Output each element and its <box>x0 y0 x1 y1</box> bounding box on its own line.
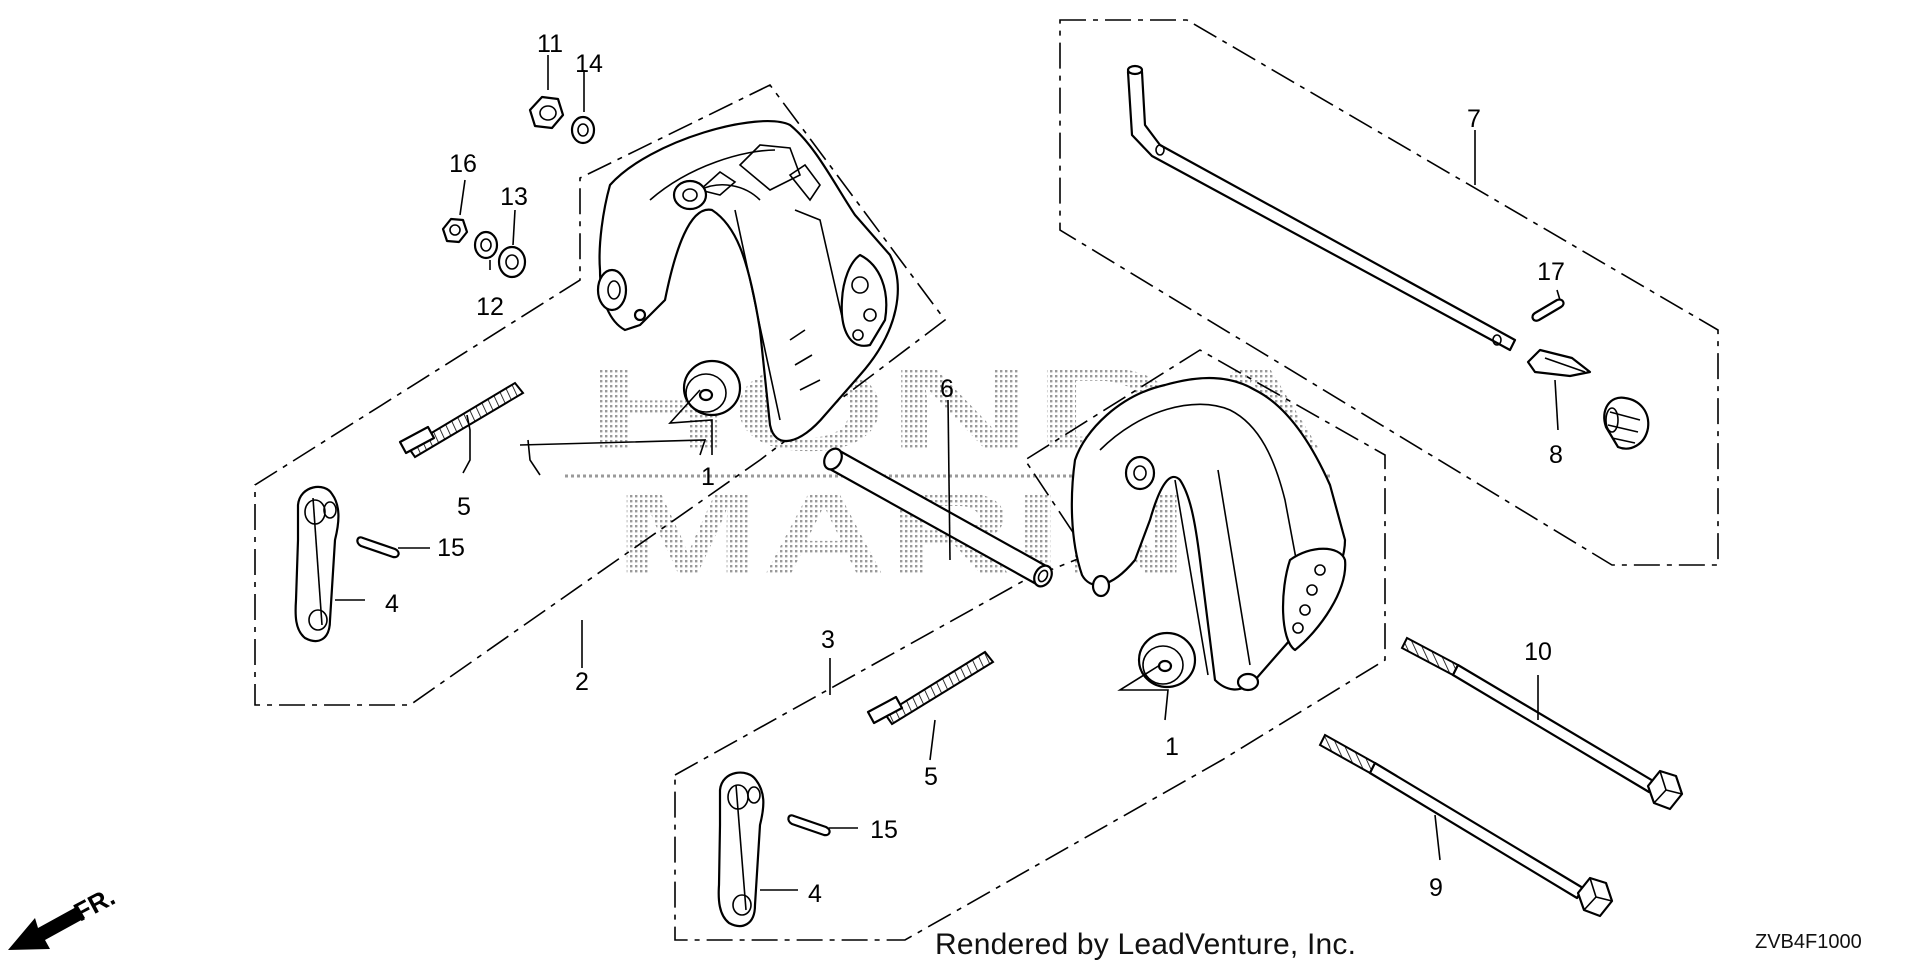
callout-3: 3 <box>821 626 835 654</box>
nut-16 <box>441 217 469 244</box>
assembly-boundaries <box>254 19 1719 941</box>
link-plate-right <box>717 771 765 928</box>
callout-5-right: 5 <box>924 763 938 791</box>
bolt-9 <box>1318 733 1614 918</box>
diagram-code: ZVB4F1000 <box>1755 931 1862 953</box>
callout-5-left: 5 <box>457 493 471 521</box>
washer-14 <box>570 115 596 145</box>
stud-right <box>866 650 995 726</box>
cotter-pin-left <box>356 536 400 559</box>
cap-grip <box>1603 396 1650 450</box>
callout-2: 2 <box>575 668 589 696</box>
leader-lines <box>335 55 1561 891</box>
assembly-boundary-3 <box>674 349 1386 941</box>
callout-4-left: 4 <box>385 590 399 618</box>
bushing-right <box>1137 631 1197 689</box>
callout-8: 8 <box>1549 441 1563 469</box>
callout-15-right: 15 <box>870 816 898 844</box>
pin-17 <box>1531 298 1565 322</box>
bracket-left <box>596 120 899 443</box>
bolt-10 <box>1400 636 1684 811</box>
callout-10: 10 <box>1524 638 1552 666</box>
callout-11: 11 <box>537 30 563 58</box>
tilt-tube <box>823 447 1053 588</box>
callout-7: 7 <box>1467 105 1481 133</box>
callout-15-left: 15 <box>437 534 465 562</box>
washer-12 <box>473 230 499 260</box>
bracket-right <box>1070 377 1347 692</box>
nut-11 <box>528 95 565 130</box>
callout-13: 13 <box>500 183 528 211</box>
render-credit: Rendered by LeadVenture, Inc. <box>935 928 1357 961</box>
washer-13 <box>497 245 527 279</box>
callout-labels: 1 1 2 3 4 4 5 5 6 7 8 9 10 11 12 13 14 1… <box>385 30 1565 908</box>
clip-8 <box>1526 348 1592 378</box>
stud-left <box>398 381 525 459</box>
callout-6: 6 <box>940 375 954 403</box>
fasteners-top <box>441 95 596 279</box>
callout-12: 12 <box>476 293 504 321</box>
callout-4-right: 4 <box>808 880 822 908</box>
link-plate-left <box>294 485 340 643</box>
assembly-boundary-7 <box>1059 19 1719 566</box>
callout-16: 16 <box>449 150 477 178</box>
front-direction-indicator: FR. <box>8 881 120 950</box>
callout-14: 14 <box>575 50 603 78</box>
callout-1-right: 1 <box>1165 733 1179 761</box>
front-arrow-icon <box>8 906 85 950</box>
cotter-pin-right <box>787 814 831 837</box>
assembly-boundary-2 <box>254 83 947 706</box>
tilt-rod <box>1126 64 1517 352</box>
callout-17: 17 <box>1537 258 1565 286</box>
callout-1-left: 1 <box>701 463 715 491</box>
callout-9: 9 <box>1429 874 1443 902</box>
bushing-left <box>682 359 742 417</box>
